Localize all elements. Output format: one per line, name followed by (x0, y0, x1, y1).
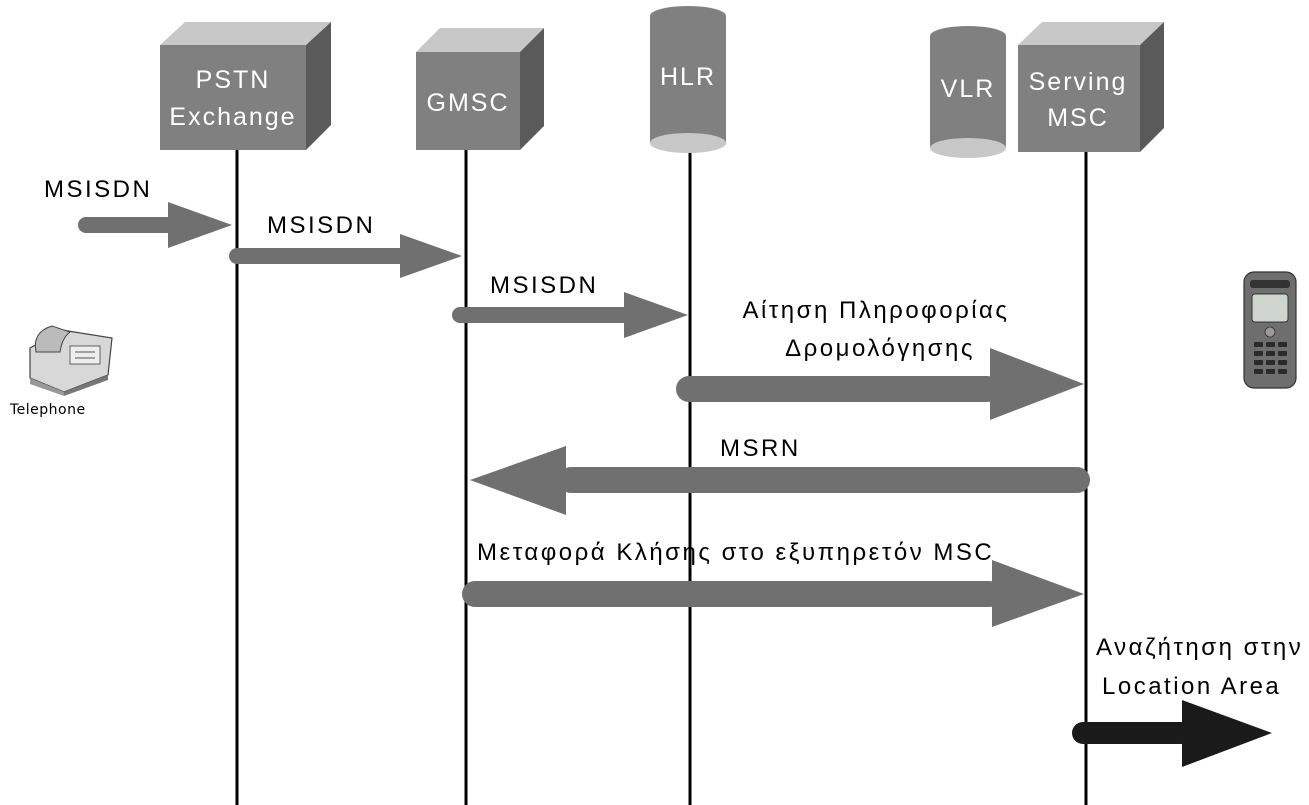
serving-msc-label-line1: Serving (1029, 68, 1128, 96)
label-msrn: MSRN (720, 435, 801, 462)
pstn-label-line1: PSTN (196, 66, 271, 94)
label-routing-request-line1: Αίτηση Πληροφορίας (742, 297, 1009, 324)
label-routing-request-line2: Δρομολόγησης (785, 335, 975, 362)
arrow-location-area-paging (1072, 700, 1272, 767)
label-msisdn-1: MSISDN (44, 176, 152, 203)
hlr-label: HLR (660, 63, 716, 91)
pstn-label-line2: Exchange (169, 103, 296, 131)
label-msisdn-3: MSISDN (490, 272, 598, 299)
vlr-node: VLR (930, 26, 1006, 158)
label-msisdn-2: MSISDN (267, 212, 375, 239)
arrow-msisdn-3 (452, 292, 688, 338)
telephone-icon (29, 325, 113, 396)
gmsc-node: GMSC (416, 28, 544, 150)
arrow-msisdn-2 (229, 234, 462, 278)
arrow-call-transfer (462, 560, 1084, 627)
arrow-routing-request (676, 348, 1084, 420)
telephone-label: Telephone (9, 402, 86, 418)
gmsc-label: GMSC (427, 89, 510, 117)
hlr-node: HLR (650, 6, 726, 153)
serving-msc-label-line2: MSC (1047, 104, 1109, 132)
vlr-label: VLR (941, 75, 996, 103)
label-call-transfer: Μεταφορά Κλήσης στο εξυπηρετόν MSC (477, 539, 994, 566)
pstn-exchange-node: PSTN Exchange (160, 22, 331, 150)
arrow-msisdn-1 (78, 202, 232, 248)
mobile-phone-icon (1243, 271, 1297, 389)
arrow-msrn (470, 446, 1090, 515)
label-paging-line2: Location Area (1102, 673, 1281, 700)
serving-msc-node: Serving MSC (1018, 22, 1164, 152)
label-paging-line1: Αναζήτηση στην (1096, 634, 1303, 661)
